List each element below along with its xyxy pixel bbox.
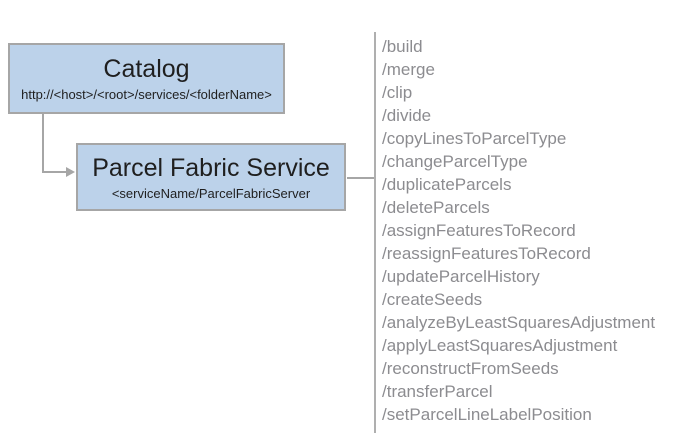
endpoint-item: /updateParcelHistory <box>382 267 540 286</box>
endpoint-item: /applyLeastSquaresAdjustment <box>382 336 618 355</box>
endpoint-item: /deleteParcels <box>382 198 490 217</box>
service-title: Parcel Fabric Service <box>92 153 330 182</box>
endpoint-item: /reassignFeaturesToRecord <box>382 244 591 263</box>
parcel-fabric-service-node: Parcel Fabric Service <serviceName/Parce… <box>76 143 346 211</box>
catalog-node: Catalog http://<host>/<root>/services/<f… <box>8 43 285 114</box>
catalog-url: http://<host>/<root>/services/<folderNam… <box>21 87 272 102</box>
endpoint-item: /createSeeds <box>382 290 483 309</box>
service-subtitle: <serviceName/ParcelFabricServer <box>111 185 311 201</box>
catalog-title: Catalog <box>103 55 190 83</box>
endpoint-item: /clip <box>382 83 413 102</box>
endpoint-item: /analyzeByLeastSquaresAdjustment <box>382 313 656 332</box>
endpoint-item: /merge <box>382 60 435 79</box>
endpoint-item: /setParcelLineLabelPosition <box>382 405 592 424</box>
connector-arrowhead-icon <box>66 167 75 177</box>
endpoint-item: /assignFeaturesToRecord <box>382 221 576 240</box>
endpoint-list: /build/merge/clip/divide/copyLinesToParc… <box>382 35 682 426</box>
catalog-to-service-connector <box>42 114 66 173</box>
endpoint-item: /reconstructFromSeeds <box>382 359 559 378</box>
endpoint-item: /build <box>382 37 423 56</box>
endpoint-item: /transferParcel <box>382 382 493 401</box>
endpoint-item: /changeParcelType <box>382 152 528 171</box>
endpoint-item: /duplicateParcels <box>382 175 512 194</box>
endpoint-item: /copyLinesToParcelType <box>382 129 567 148</box>
endpoint-item: /divide <box>382 106 432 125</box>
